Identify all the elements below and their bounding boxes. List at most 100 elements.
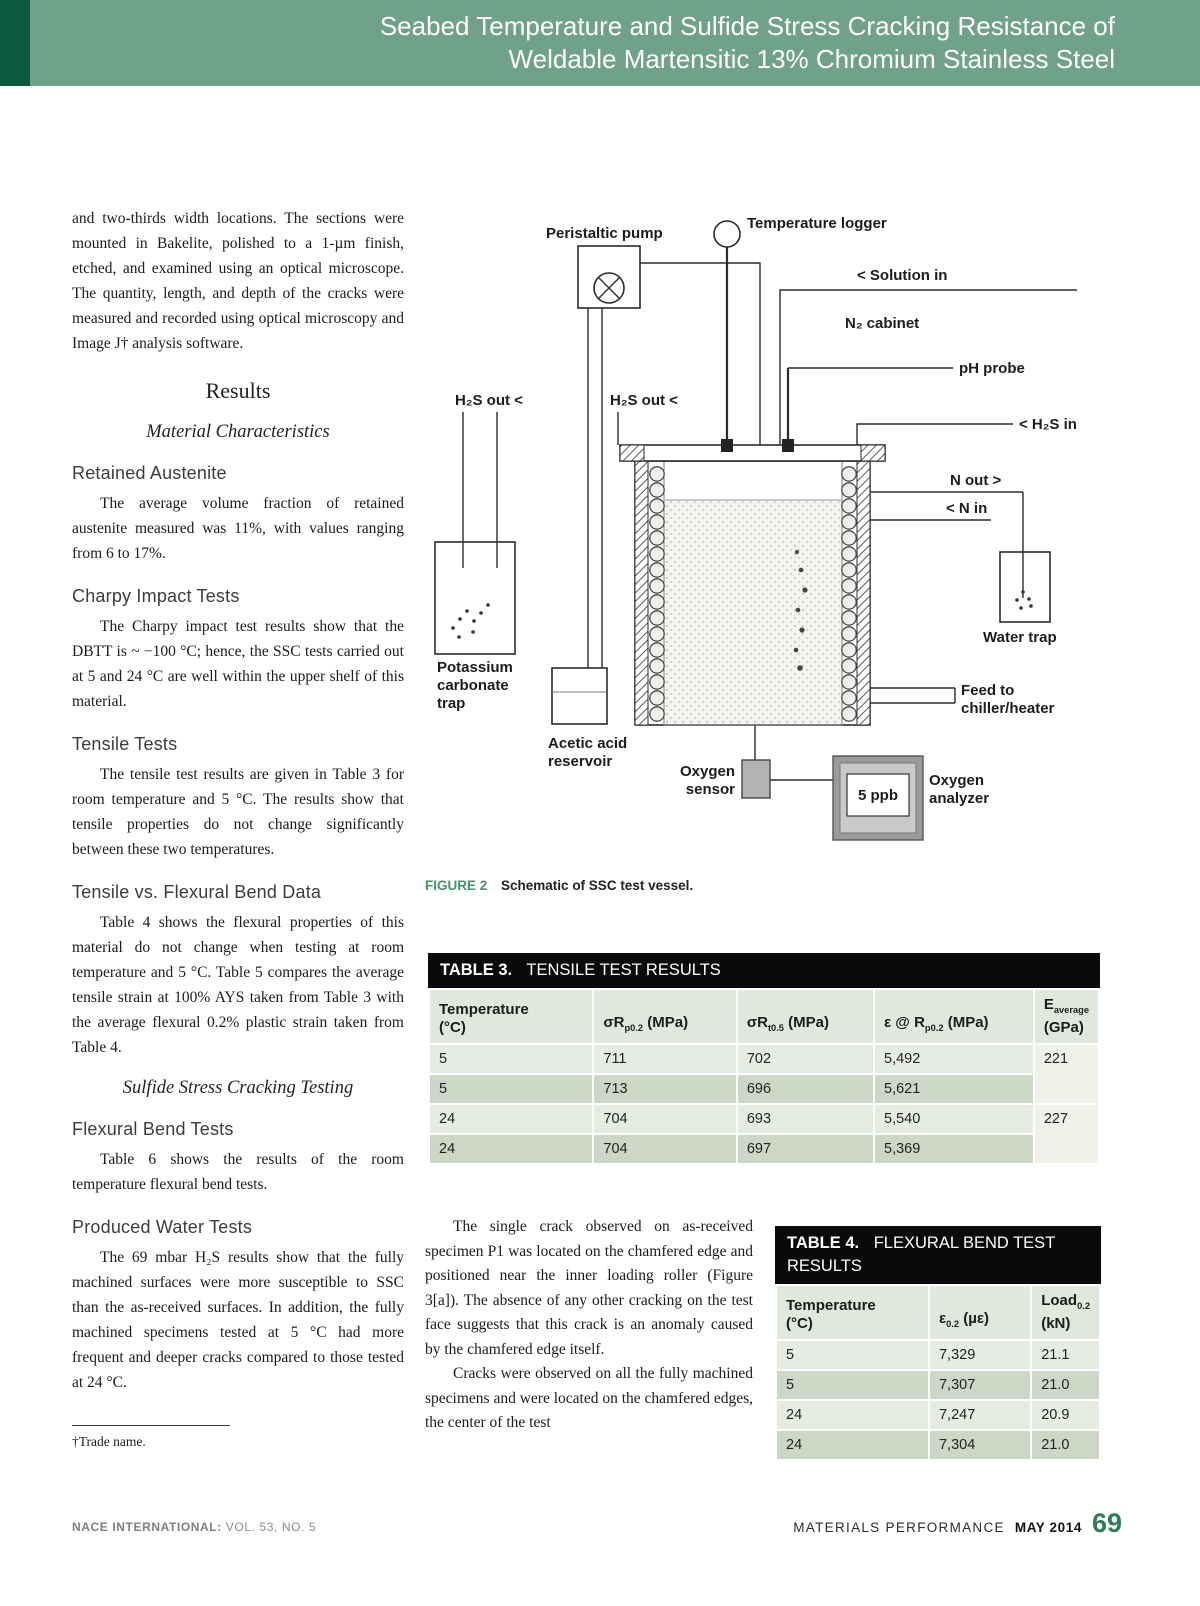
solution-fill xyxy=(665,500,841,724)
table-3-header-rp02: σRp0.2 (MPa) xyxy=(592,988,738,1045)
article-title-line2: Weldable Martensitic 13% Chromium Stainl… xyxy=(508,44,1115,74)
cell: 21.1 xyxy=(1030,1339,1101,1371)
cell: 5,369 xyxy=(873,1133,1035,1165)
cell: 5 xyxy=(775,1339,930,1371)
label-acetic-line2: reservoir xyxy=(548,753,612,770)
oxygen-analyzer-reading: 5 ppb xyxy=(858,787,898,804)
results-heading: Results xyxy=(205,378,271,403)
lid-hatch-right xyxy=(860,444,886,462)
footer-journal-info: NACE INTERNATIONAL: VOL. 53, NO. 5 xyxy=(72,1520,316,1534)
footer-volume: VOL. 53, NO. 5 xyxy=(221,1520,317,1534)
table-row: 5 713 696 5,621 xyxy=(427,1073,1099,1105)
lid-hatch-left xyxy=(619,444,645,462)
label-ph-probe: pH probe xyxy=(959,360,1025,377)
figure-2-caption-label: FIGURE 2 xyxy=(425,878,488,893)
label-oxygen-sensor-line1: Oxygen xyxy=(680,763,735,780)
acetic-acid-reservoir xyxy=(551,667,608,725)
table-row: 24 7,247 20.9 xyxy=(775,1399,1101,1431)
table-4-title-text: FLEXURAL BEND TEST RESULTS xyxy=(787,1234,1055,1275)
cell: 24 xyxy=(427,1133,595,1165)
footer-magazine-name: MATERIALS PERFORMANCE xyxy=(793,1520,1005,1535)
flexural-bend-heading: Flexural Bend Tests xyxy=(72,1119,234,1139)
label-oxygen-analyzer-line2: analyzer xyxy=(929,790,989,807)
cell: 24 xyxy=(427,1103,595,1135)
label-n-out: N out > xyxy=(950,472,1001,489)
table-3-grid: Temperature (°C) σRp0.2 (MPa) σRt0.5 (MP… xyxy=(427,988,1101,1165)
table-3-header-strain: ε @ Rp0.2 (MPa) xyxy=(873,988,1035,1045)
ssc-testing-heading: Sulfide Stress Cracking Testing xyxy=(122,1078,354,1098)
temperature-probe-gland xyxy=(721,439,733,452)
label-n-in: < N in xyxy=(946,500,987,517)
solution-in-pipe xyxy=(779,289,1077,445)
label-potassium-line2: carbonate xyxy=(437,677,509,694)
cell: 5,621 xyxy=(873,1073,1035,1105)
figure-2-caption-text: Schematic of SSC test vessel. xyxy=(501,878,694,893)
cell: 7,247 xyxy=(927,1399,1033,1431)
table-row: 24 704 697 5,369 xyxy=(427,1133,1099,1165)
label-h2s-out-left: H₂S out < xyxy=(455,392,523,409)
table-4-label: TABLE 4. xyxy=(787,1234,860,1252)
label-feed-line2: chiller/heater xyxy=(961,700,1055,717)
table-3-header-modulus: Eaverage (GPa) xyxy=(1032,988,1101,1045)
pump-to-vessel-pipe xyxy=(640,262,761,445)
pump-rotor-cross-2 xyxy=(598,277,620,299)
retained-austenite-paragraph: The average volume fraction of retained … xyxy=(72,495,404,562)
cell: 5 xyxy=(427,1073,595,1105)
cell: 5 xyxy=(427,1043,595,1075)
material-characteristics-heading: Material Characteristics xyxy=(146,422,330,442)
table-row: 5 711 702 5,492 221 xyxy=(427,1043,1101,1105)
cell: 711 xyxy=(592,1043,738,1075)
cell: 21.0 xyxy=(1030,1369,1101,1401)
vessel-wall-right-hatch xyxy=(856,460,871,726)
water-trap-dots xyxy=(1015,590,1033,610)
flexural-bend-paragraph: Table 6 shows the results of the room te… xyxy=(72,1151,404,1193)
table-4-header-strain: ε0.2 (µε) xyxy=(927,1284,1033,1341)
cell: 21.0 xyxy=(1030,1429,1101,1461)
label-potassium-line3: trap xyxy=(437,695,465,712)
cell: 704 xyxy=(592,1103,738,1135)
cell: 713 xyxy=(592,1073,738,1105)
table-4: TABLE 4. FLEXURAL BEND TEST RESULTS Temp… xyxy=(775,1226,1101,1461)
table-3-header-temperature: Temperature (°C) xyxy=(427,988,595,1045)
paragraph-intro: and two-thirds width locations. The sect… xyxy=(72,210,404,352)
article-title-line1: Seabed Temperature and Sulfide Stress Cr… xyxy=(379,11,1115,41)
charpy-heading: Charpy Impact Tests xyxy=(72,586,240,606)
table-4-grid: Temperature (°C) ε0.2 (µε) Load0.2 (kN) … xyxy=(775,1284,1101,1461)
bubble-trail xyxy=(793,550,808,671)
label-n2-cabinet: N₂ cabinet xyxy=(845,315,919,332)
cell: 696 xyxy=(735,1073,876,1105)
page-header-band: Seabed Temperature and Sulfide Stress Cr… xyxy=(0,0,1200,86)
article-title: Seabed Temperature and Sulfide Stress Cr… xyxy=(380,10,1115,76)
cell: 7,304 xyxy=(927,1429,1033,1461)
table-3-header-rt05: σRt0.5 (MPa) xyxy=(735,988,876,1045)
cell: 7,307 xyxy=(927,1369,1033,1401)
vessel-wall-left-hatch xyxy=(634,460,649,726)
table-3-label: TABLE 3. xyxy=(440,961,513,979)
tensile-vs-flexural-paragraph: Table 4 shows the flexural properties of… xyxy=(72,914,404,1056)
header-accent-bar xyxy=(0,0,30,86)
label-h2s-out-mid: H₂S out < xyxy=(610,392,678,409)
figure-2-schematic: 5 ppb Peristaltic pump Temperature logge… xyxy=(425,200,1105,868)
table-row: 24 704 693 5,540 227 xyxy=(427,1103,1101,1165)
tensile-vs-flexural-heading: Tensile vs. Flexural Bend Data xyxy=(72,882,322,902)
label-water-trap: Water trap xyxy=(983,629,1057,646)
label-oxygen-analyzer-line1: Oxygen xyxy=(929,772,984,789)
produced-water-heading: Produced Water Tests xyxy=(72,1217,253,1237)
table-row: 5 7,329 21.1 xyxy=(775,1339,1101,1371)
right-paragraph-1: The single crack observed on as-received… xyxy=(425,1218,753,1358)
charpy-paragraph: The Charpy impact test results show that… xyxy=(72,618,404,710)
cell: 24 xyxy=(775,1429,930,1461)
table-3-title-text: TENSILE TEST RESULTS xyxy=(526,961,721,979)
footer-journal-name: NACE INTERNATIONAL: xyxy=(72,1520,222,1534)
temperature-logger-icon xyxy=(713,220,741,248)
table-row: 24 7,304 21.0 xyxy=(775,1429,1101,1461)
label-feed-line1: Feed to xyxy=(961,682,1014,699)
cell-modulus: 227 xyxy=(1032,1103,1101,1165)
footer-issue-date: MAY 2014 xyxy=(1014,1520,1082,1535)
trap-contents-dots xyxy=(451,603,490,639)
label-h2s-in: < H₂S in xyxy=(1019,416,1077,433)
label-oxygen-sensor-line2: sensor xyxy=(686,781,735,798)
footnote: †Trade name. xyxy=(72,1434,146,1449)
cell: 20.9 xyxy=(1030,1399,1101,1431)
